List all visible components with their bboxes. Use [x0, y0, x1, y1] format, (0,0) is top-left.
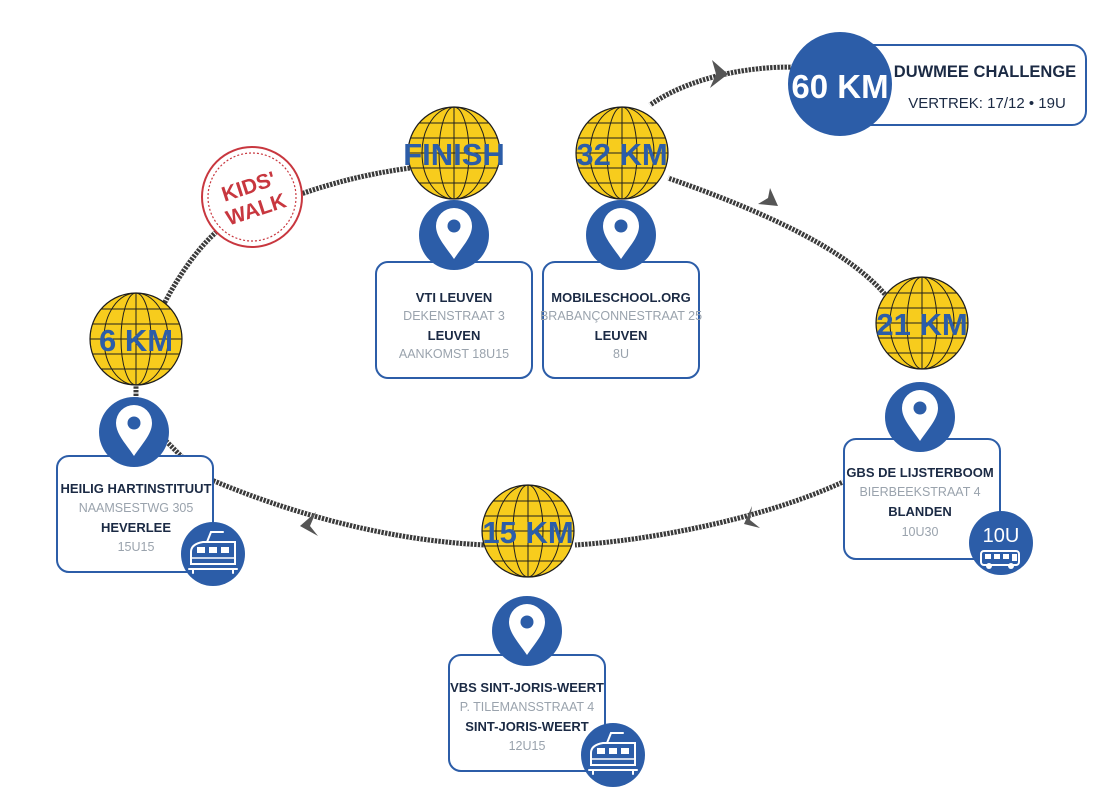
stop-name: VBS SINT-JORIS-WEERT: [450, 680, 604, 695]
stop-city: SINT-JORIS-WEERT: [465, 719, 589, 734]
map-pin-icon: [492, 596, 562, 666]
challenge-distance: 60 KM: [791, 68, 888, 105]
arrow-icon: [758, 188, 778, 206]
challenge-distance-badge: [788, 32, 892, 136]
bus-badge: 10U: [968, 510, 1034, 576]
stop-street: DEKENSTRAAT 3: [403, 309, 505, 323]
stop-name: HEILIG HARTINSTITUUT: [61, 481, 212, 496]
stop-name: GBS DE LIJSTERBOOM: [846, 465, 993, 480]
map-pin-icon: [885, 382, 955, 452]
stop-time: 15U15: [118, 540, 155, 554]
arrow-icon: [710, 60, 728, 88]
stop-gbs-de-lijsterboom: GBS DE LIJSTERBOOM BIERBEEKSTRAAT 4 BLAN…: [843, 382, 1034, 576]
map-pin-icon: [419, 200, 489, 270]
stop-vbs-sint-joris-weert: VBS SINT-JORIS-WEERT P. TILEMANSSTRAAT 4…: [448, 596, 646, 788]
stop-time: AANKOMST 18U15: [399, 347, 509, 361]
stop-city: BLANDEN: [888, 504, 952, 519]
stop-city: LEUVEN: [595, 328, 648, 343]
globe-15km-label: 15 KM: [482, 515, 573, 550]
stop-time: 12U15: [509, 739, 546, 753]
globe-15km: 15 KM: [482, 485, 574, 577]
train-icon: [580, 722, 646, 788]
stop-city: LEUVEN: [428, 328, 481, 343]
stop-street: BRABANÇONNESTRAAT 25: [540, 309, 702, 323]
stop-name: VTI LEUVEN: [416, 290, 493, 305]
stop-city: HEVERLEE: [101, 520, 171, 535]
train-icon: [180, 521, 246, 587]
globe-finish: FINISH: [403, 107, 505, 199]
stop-time: 8U: [613, 347, 629, 361]
stop-heilig-hartinstituut: HEILIG HARTINSTITUUT NAAMSESTWG 305 HEVE…: [56, 397, 246, 587]
stop-street: NAAMSESTWG 305: [79, 501, 194, 515]
globe-finish-label: FINISH: [403, 137, 505, 172]
stop-time: 10U30: [902, 525, 939, 539]
kids-walk-stamp: KIDS' WALK: [201, 146, 303, 248]
globe-21km: 21 KM: [876, 277, 968, 369]
bus-badge-time: 10U: [983, 525, 1020, 547]
stop-mobileschool: MOBILESCHOOL.ORG BRABANÇONNESTRAAT 25 LE…: [540, 200, 702, 379]
arrow-icon: [744, 506, 760, 528]
challenge-departure: VERTREK: 17/12 • 19U: [908, 95, 1066, 112]
arrow-icon: [300, 512, 318, 536]
globe-32km-label: 32 KM: [576, 137, 667, 172]
globe-6km-label: 6 KM: [99, 323, 173, 358]
stop-street: P. TILEMANSSTRAAT 4: [460, 700, 595, 714]
challenge-name: DUWMEE CHALLENGE: [894, 63, 1076, 81]
stop-vti-leuven: VTI LEUVEN DEKENSTRAAT 3 LEUVEN AANKOMST…: [375, 200, 533, 379]
globe-32km: 32 KM: [576, 107, 668, 199]
map-pin-icon: [586, 200, 656, 270]
challenge-header: 60 KM DUWMEE CHALLENGE VERTREK: 17/12 • …: [788, 32, 1087, 136]
map-pin-icon: [99, 397, 169, 467]
stop-street: BIERBEEKSTRAAT 4: [859, 485, 980, 499]
globe-6km: 6 KM: [90, 293, 182, 385]
direction-arrows: [300, 60, 778, 536]
globe-21km-label: 21 KM: [876, 307, 967, 342]
stop-name: MOBILESCHOOL.ORG: [551, 290, 690, 305]
